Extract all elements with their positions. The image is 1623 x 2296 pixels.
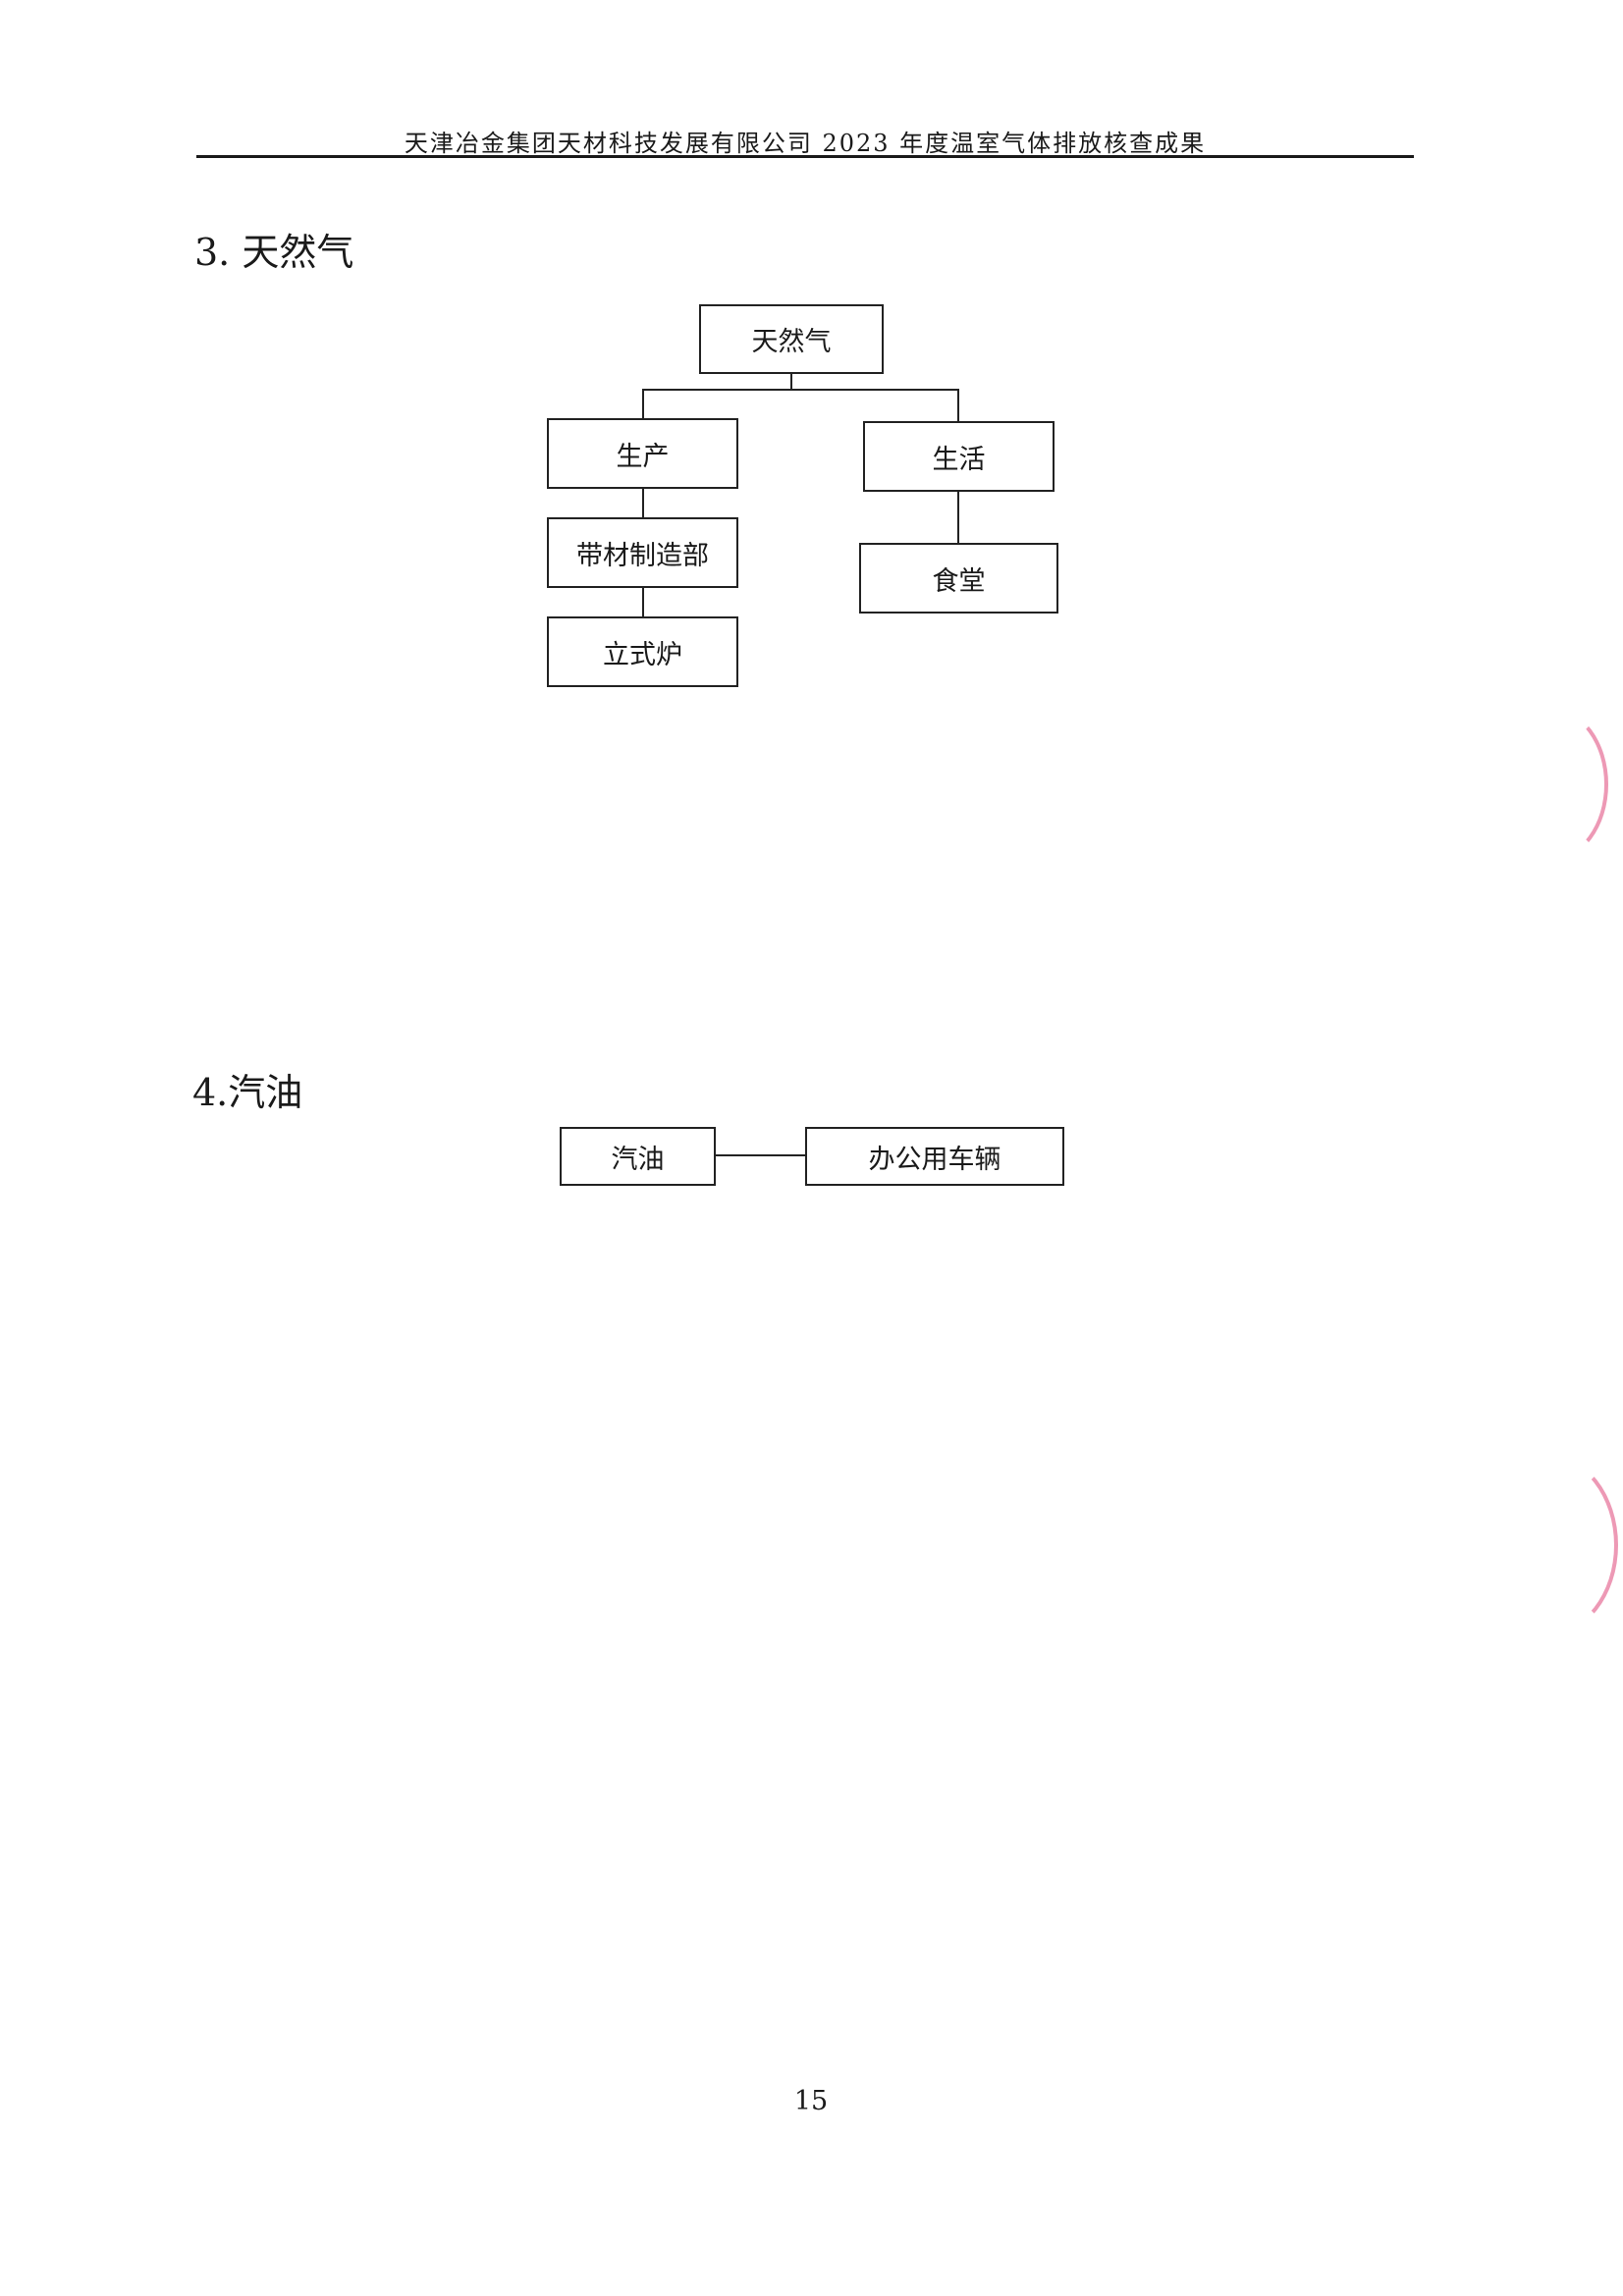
connector-to-living xyxy=(957,389,959,422)
node-living: 生活 xyxy=(863,421,1055,492)
node-production-equipment: 立式炉 xyxy=(547,616,738,687)
page-header-title: 天津冶金集团天材科技发展有限公司 2023 年度温室气体排放核查成果 xyxy=(404,130,1207,157)
seal-stamp-fragment-upper xyxy=(1492,707,1608,862)
connector-living-site xyxy=(957,492,959,544)
section-heading-natural-gas: 3. 天然气 xyxy=(194,231,354,274)
connector-branch-horizontal xyxy=(642,389,958,391)
node-gasoline: 汽油 xyxy=(560,1127,716,1186)
section-heading-gasoline: 4.汽油 xyxy=(192,1071,303,1114)
node-living-canteen: 食堂 xyxy=(859,543,1058,614)
connector-to-production xyxy=(642,389,644,419)
connector-root-down xyxy=(790,374,792,390)
node-production-department: 带材制造部 xyxy=(547,517,738,588)
connector-dept-equipment xyxy=(642,588,644,617)
node-production: 生产 xyxy=(547,418,738,489)
connector-gasoline-vehicles xyxy=(716,1154,806,1156)
connector-production-dept xyxy=(642,489,644,518)
node-natural-gas-root: 天然气 xyxy=(699,304,884,374)
header-divider xyxy=(196,155,1414,158)
seal-stamp-fragment-lower xyxy=(1473,1453,1618,1637)
page-number: 15 xyxy=(793,2086,829,2116)
node-office-vehicles: 办公用车辆 xyxy=(805,1127,1064,1186)
